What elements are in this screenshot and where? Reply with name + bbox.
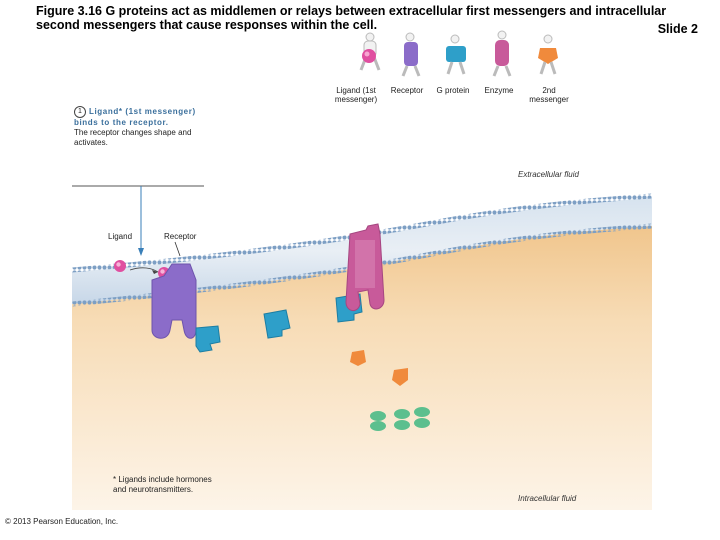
extracellular-fluid-label: Extracellular fluid <box>518 170 579 179</box>
green-molecules <box>370 407 430 431</box>
intracellular-fluid-label: Intracellular fluid <box>518 494 577 503</box>
second-messenger-2 <box>392 368 408 386</box>
slide-label: Slide 2 <box>657 22 698 36</box>
legend-label-receptor: Receptor <box>390 86 424 95</box>
step-heading: Ligand* (1st messenger) binds to the rec… <box>74 107 196 127</box>
step-number: 1 <box>74 106 86 118</box>
legend-label-enzyme: Enzyme <box>484 86 514 95</box>
receptor-shape <box>151 263 197 339</box>
figure-title: Figure 3.16 G proteins act as middlemen … <box>36 4 667 32</box>
g-protein-figure-icon <box>446 34 466 75</box>
legend-label-g-protein: G protein <box>436 86 470 95</box>
g-protein-piece-2 <box>263 309 291 339</box>
second-messenger-figure-icon <box>538 34 558 75</box>
g-protein-piece-1 <box>195 325 221 353</box>
second-messenger-1 <box>350 350 366 366</box>
legend-label-ligand: Ligand (1st messenger) <box>334 86 378 104</box>
enzyme-figure-icon <box>492 30 512 77</box>
ligand-label: Ligand <box>108 232 133 241</box>
membrane-illustration <box>72 185 652 510</box>
ligand-figure-icon <box>359 32 381 71</box>
legend-figures <box>359 30 558 77</box>
legend-label-second-messenger: 2nd messenger <box>529 86 569 104</box>
receptor-figure-icon <box>401 32 421 77</box>
receptor-label: Receptor <box>164 232 197 241</box>
step-text: The receptor changes shape and activates… <box>74 128 192 147</box>
copyright: © 2013 Pearson Education, Inc. <box>5 517 119 526</box>
ligand-footnote: * Ligands include hormones and neurotran… <box>113 475 212 494</box>
